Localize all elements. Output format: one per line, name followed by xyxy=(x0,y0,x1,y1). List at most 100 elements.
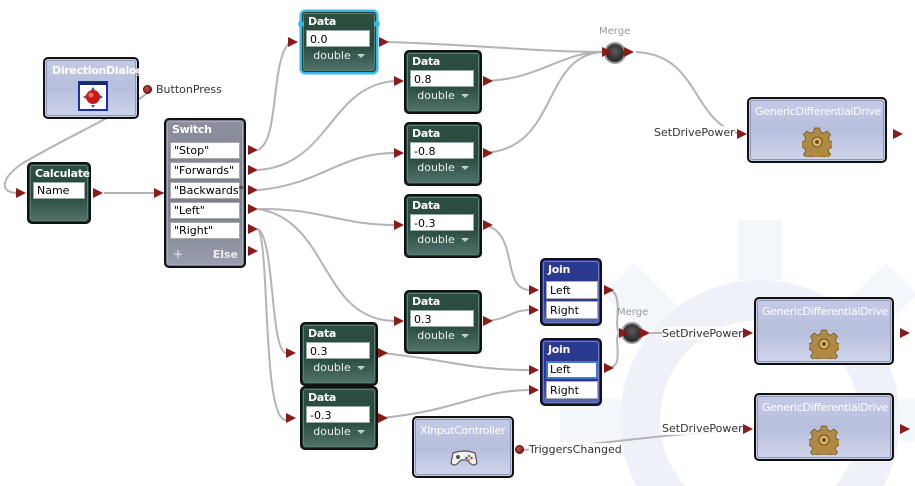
generic-differential-drive-node[interactable]: GenericDifferentialDrive xyxy=(754,297,894,365)
data-value-field[interactable]: 0.0 xyxy=(306,30,370,47)
generic-differential-drive-node[interactable]: GenericDifferentialDrive xyxy=(754,393,894,461)
chevron-down-icon xyxy=(356,366,365,370)
drive-input-pin[interactable] xyxy=(743,424,753,434)
join-output-pin[interactable] xyxy=(604,363,614,373)
data-value-field[interactable]: -0.8 xyxy=(410,142,474,159)
data-output-pin[interactable] xyxy=(483,148,493,158)
merge-input-pin[interactable] xyxy=(602,47,612,57)
data-type-dropdown[interactable]: double xyxy=(302,361,376,374)
data-value-field[interactable]: 0.3 xyxy=(306,342,370,359)
switch-stop-output-pin[interactable] xyxy=(248,145,258,155)
data-node-left-b[interactable]: Data 0.3 double xyxy=(404,290,482,354)
selection-handle[interactable] xyxy=(374,21,380,27)
calculate-expression-field[interactable]: Name xyxy=(33,182,85,199)
switch-node[interactable]: Switch "Stop" "Forwards" "Backwards" "Le… xyxy=(164,118,246,268)
data-type-label: double xyxy=(313,361,351,374)
switch-case-right[interactable]: "Right" xyxy=(170,222,240,239)
data-value-field[interactable]: -0.3 xyxy=(410,214,474,231)
switch-backwards-output-pin[interactable] xyxy=(248,185,258,195)
calculate-input-pin[interactable] xyxy=(16,188,26,198)
chevron-down-icon xyxy=(356,54,365,58)
drive-input-pin[interactable] xyxy=(737,129,747,139)
chevron-down-icon xyxy=(460,94,469,98)
data-type-dropdown[interactable]: double xyxy=(302,425,376,438)
data-node-backwards[interactable]: Data -0.8 double xyxy=(404,122,482,186)
join-left-field[interactable]: Left xyxy=(546,281,598,299)
data-node-stop[interactable]: Data 0.0 double xyxy=(298,10,380,74)
xinput-controller-node[interactable]: XInputController xyxy=(412,416,514,478)
data-input-pin[interactable] xyxy=(288,37,298,47)
data-node-forwards[interactable]: Data 0.8 double xyxy=(404,50,482,114)
data-input-pin[interactable] xyxy=(394,220,404,230)
data-output-pin[interactable] xyxy=(483,76,493,86)
data-value-field[interactable]: 0.3 xyxy=(410,310,474,327)
join-right-field[interactable]: Right xyxy=(546,301,598,319)
data-node-right-b[interactable]: Data -0.3 double xyxy=(300,386,378,450)
node-title: Join xyxy=(548,343,571,356)
triggerschanged-output-pin[interactable] xyxy=(515,445,524,454)
data-node-left-a[interactable]: Data -0.3 double xyxy=(404,194,482,258)
merge-input-pin[interactable] xyxy=(619,328,629,338)
data-output-pin[interactable] xyxy=(483,220,493,230)
switch-forwards-output-pin[interactable] xyxy=(248,165,258,175)
data-value-field[interactable]: -0.3 xyxy=(306,406,370,423)
node-title: XInputController xyxy=(420,424,506,437)
switch-case-stop[interactable]: "Stop" xyxy=(170,142,240,159)
merge-output-pin[interactable] xyxy=(624,47,634,57)
data-type-dropdown[interactable]: double xyxy=(406,89,480,102)
setdrivepower-label: SetDrivePower xyxy=(662,422,743,435)
join-right-input-pin[interactable] xyxy=(529,385,539,395)
calculate-output-pin[interactable] xyxy=(93,188,103,198)
data-type-label: double xyxy=(313,49,351,62)
drive-output-pin[interactable] xyxy=(900,424,910,434)
join-left-field[interactable]: Left xyxy=(546,361,598,379)
join-node[interactable]: Join Left Right xyxy=(540,258,602,326)
chevron-down-icon xyxy=(460,238,469,242)
switch-case-backwards[interactable]: "Backwards" xyxy=(170,182,244,199)
calculate-node[interactable]: Calculate Name xyxy=(27,162,91,224)
switch-input-pin[interactable] xyxy=(154,188,164,198)
gear-icon xyxy=(800,127,834,162)
data-input-pin[interactable] xyxy=(394,148,404,158)
data-type-dropdown[interactable]: double xyxy=(406,329,480,342)
node-title: Data xyxy=(412,127,441,140)
data-type-dropdown[interactable]: double xyxy=(406,233,480,246)
buttonpress-output-pin[interactable] xyxy=(143,85,152,94)
selection-handle[interactable] xyxy=(298,21,304,27)
data-output-pin[interactable] xyxy=(378,348,388,358)
join-left-input-pin[interactable] xyxy=(529,365,539,375)
data-node-right-a[interactable]: Data 0.3 double xyxy=(300,322,378,386)
buttonpress-label: ButtonPress xyxy=(156,83,222,96)
data-input-pin[interactable] xyxy=(394,316,404,326)
join-node[interactable]: Join Left Right xyxy=(540,338,602,406)
switch-right-output-pin[interactable] xyxy=(248,224,258,234)
chevron-down-icon xyxy=(356,430,365,434)
data-value-field[interactable]: 0.8 xyxy=(410,70,474,87)
data-type-dropdown[interactable]: double xyxy=(406,161,480,174)
join-right-field[interactable]: Right xyxy=(546,381,598,399)
drive-output-pin[interactable] xyxy=(900,328,910,338)
switch-case-left[interactable]: "Left" xyxy=(170,202,240,219)
data-type-dropdown[interactable]: double xyxy=(302,49,376,62)
node-title: GenericDifferentialDrive xyxy=(762,401,889,414)
join-left-input-pin[interactable] xyxy=(529,285,539,295)
data-input-pin[interactable] xyxy=(286,348,296,358)
data-output-pin[interactable] xyxy=(483,316,493,326)
switch-case-forwards[interactable]: "Forwards" xyxy=(170,162,240,179)
merge-output-pin[interactable] xyxy=(640,328,650,338)
add-case-button[interactable]: + xyxy=(173,247,184,261)
switch-else-output-pin[interactable] xyxy=(248,246,258,256)
data-output-pin[interactable] xyxy=(379,37,389,47)
join-output-pin[interactable] xyxy=(604,285,614,295)
direction-dialog-node[interactable]: DirectionDialog xyxy=(43,57,144,119)
node-title: Calculate xyxy=(35,167,90,180)
join-right-input-pin[interactable] xyxy=(529,305,539,315)
generic-differential-drive-node[interactable]: GenericDifferentialDrive xyxy=(747,97,887,163)
data-output-pin[interactable] xyxy=(378,413,388,423)
drive-input-pin[interactable] xyxy=(743,328,753,338)
data-input-pin[interactable] xyxy=(394,76,404,86)
data-input-pin[interactable] xyxy=(286,413,296,423)
drive-output-pin[interactable] xyxy=(893,129,903,139)
switch-left-output-pin[interactable] xyxy=(248,204,258,214)
